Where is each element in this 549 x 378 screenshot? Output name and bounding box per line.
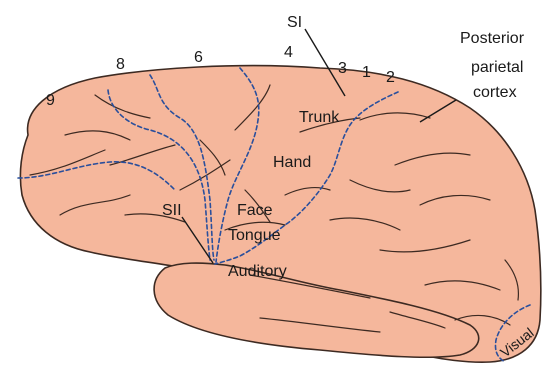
area-number-8: 8	[116, 56, 125, 73]
area-number-9: 9	[46, 92, 55, 109]
tongue-label: Tongue	[228, 227, 281, 244]
area-number-4: 4	[284, 44, 293, 61]
hand-label: Hand	[273, 154, 311, 171]
area-number-1: 1	[362, 64, 371, 81]
trunk-label: Trunk	[299, 109, 340, 126]
area-number-2: 2	[386, 69, 395, 86]
posterior-label-line-3: cortex	[473, 84, 517, 101]
posterior-label-line-2: parietal	[471, 59, 523, 76]
si-label: SI	[287, 14, 302, 31]
sii-label: SII	[162, 202, 182, 219]
area-number-3: 3	[338, 60, 347, 77]
posterior-label-line-1: Posterior	[460, 30, 525, 47]
area-number-6: 6	[194, 49, 203, 66]
auditory-label: Auditory	[228, 263, 287, 280]
face-label: Face	[237, 202, 273, 219]
